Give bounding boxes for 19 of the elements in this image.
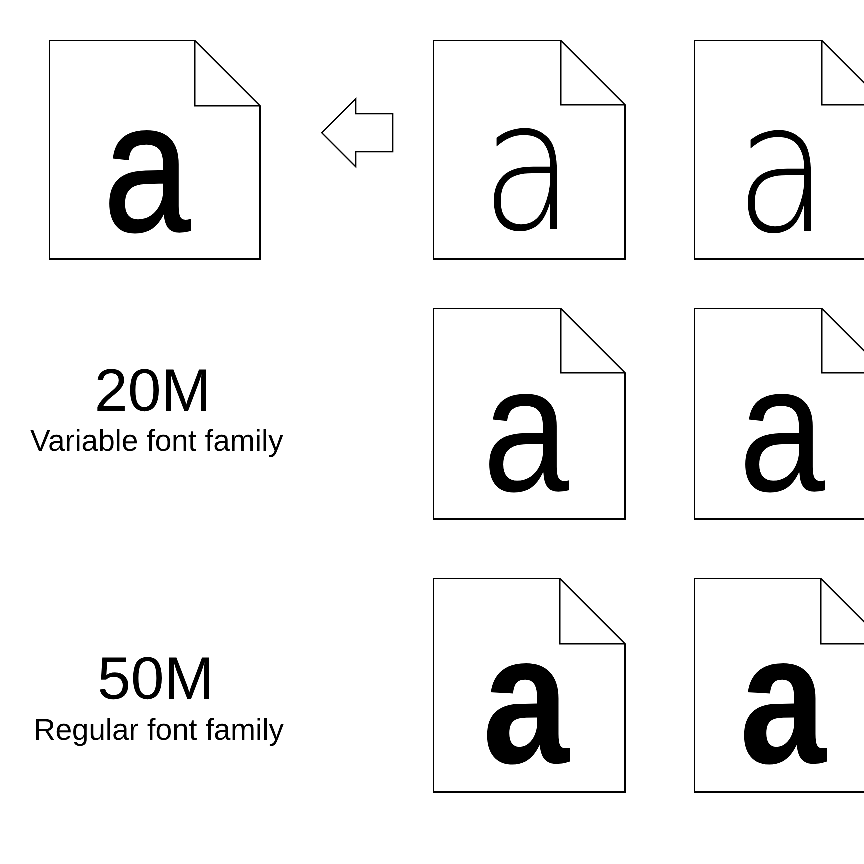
sample-letter: a (740, 608, 826, 793)
sample-letter: a (104, 76, 190, 260)
sample-letter: a (738, 340, 826, 520)
document-shape (694, 578, 864, 793)
document-shape (433, 308, 626, 520)
file-size-text: 20M (94, 358, 212, 424)
document-shape (694, 308, 864, 520)
file-size-text: 50M (98, 646, 214, 712)
sample-letter: a (482, 608, 570, 793)
document-shape (49, 40, 261, 260)
sample-letter: a (482, 340, 570, 520)
sample-letter: a (736, 80, 828, 260)
document-shape (433, 40, 626, 260)
block-arrow (321, 97, 394, 169)
font-family-caption: Variable font family (30, 425, 284, 458)
sample-letter: a (482, 78, 574, 258)
font-family-caption: Regular font family (34, 714, 284, 747)
document-shape (694, 40, 864, 260)
document-shape (433, 578, 626, 793)
